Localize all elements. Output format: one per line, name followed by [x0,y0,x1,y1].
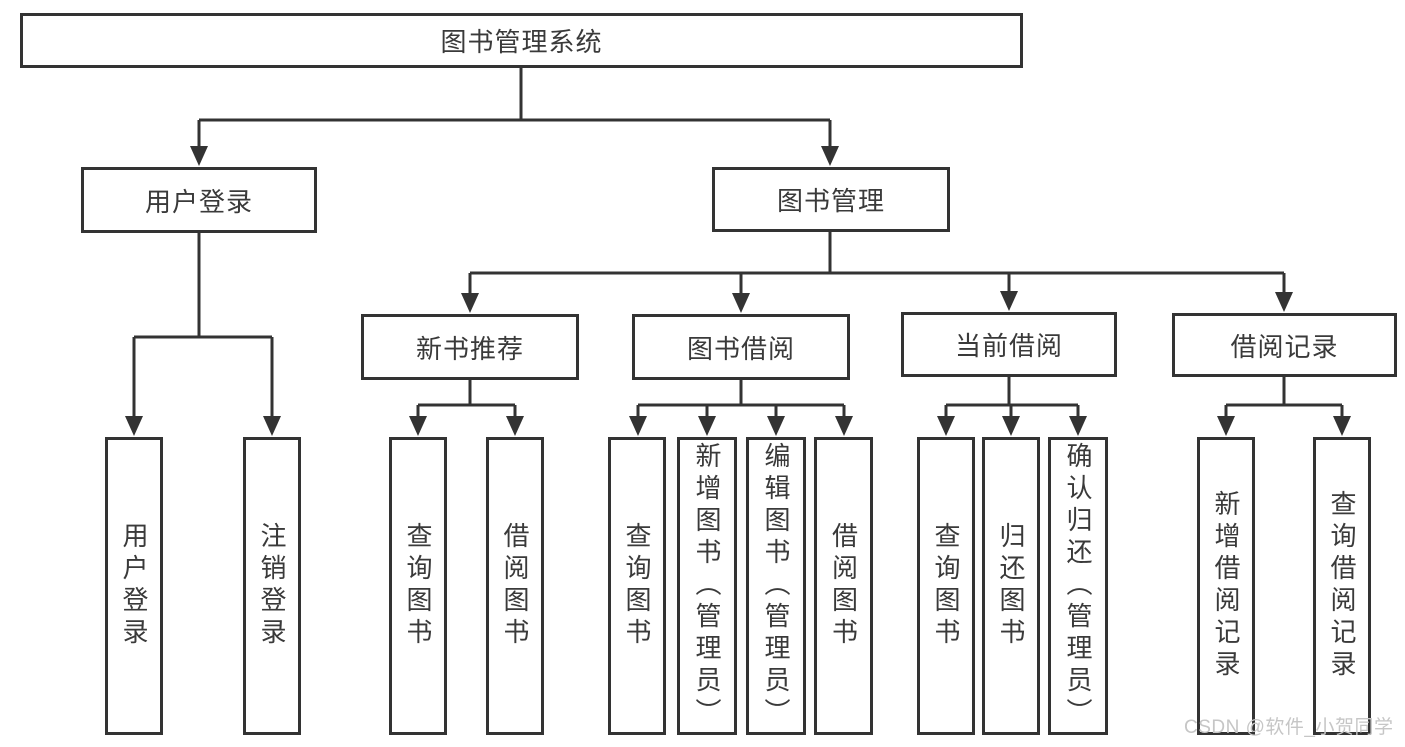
node-book-borrow: 图书借阅 [632,314,850,380]
node-root-system-label: 图书管理系统 [440,27,603,57]
leaf-user-login-label: 用户登录 [119,522,149,650]
leaf-logout: 注销登录 [243,437,301,735]
leaf-add-books-admin-label: 新增图书（管理员） [692,442,722,730]
leaf-query-books-2-label: 查询图书 [622,522,652,650]
node-new-book-recommend: 新书推荐 [361,314,579,380]
leaf-query-books-1: 查询图书 [389,437,447,735]
node-current-borrow-label: 当前借阅 [954,331,1063,361]
node-current-borrow: 当前借阅 [901,312,1117,377]
leaf-query-books-3: 查询图书 [917,437,975,735]
leaf-confirm-return-admin: 确认归还（管理员） [1048,437,1108,735]
watermark-text: CSDN @软件_小贺同学 [1184,717,1394,738]
leaf-return-books: 归还图书 [982,437,1040,735]
node-borrow-records-label: 借阅记录 [1230,331,1339,362]
leaf-query-books-1-label: 查询图书 [403,522,433,650]
leaf-edit-books-admin: 编辑图书（管理员） [746,437,806,735]
leaf-edit-books-admin-label: 编辑图书（管理员） [761,442,791,730]
leaf-query-borrow-record-label: 查询借阅记录 [1327,490,1357,682]
node-book-borrow-label: 图书借阅 [686,333,795,364]
leaf-add-borrow-record: 新增借阅记录 [1197,437,1255,735]
node-new-book-recommend-label: 新书推荐 [415,333,524,364]
leaf-add-books-admin: 新增图书（管理员） [677,437,737,735]
leaf-borrow-books-2: 借阅图书 [814,437,873,735]
leaf-add-borrow-record-label: 新增借阅记录 [1211,490,1241,682]
leaf-confirm-return-admin-label: 确认归还（管理员） [1063,442,1093,730]
node-book-management: 图书管理 [712,167,950,232]
node-user-login-label: 用户登录 [144,186,253,217]
leaf-user-login: 用户登录 [105,437,163,735]
leaf-return-books-label: 归还图书 [996,522,1026,650]
leaf-borrow-books-1-label: 借阅图书 [500,522,530,650]
leaf-query-books-3-label: 查询图书 [931,522,961,650]
node-borrow-records: 借阅记录 [1172,313,1397,377]
leaf-logout-label: 注销登录 [257,522,287,650]
node-user-login: 用户登录 [81,167,317,233]
leaf-query-books-2: 查询图书 [608,437,666,735]
node-root-system: 图书管理系统 [20,13,1023,68]
node-book-management-label: 图书管理 [776,186,885,216]
leaf-borrow-books-1: 借阅图书 [486,437,544,735]
leaf-query-borrow-record: 查询借阅记录 [1313,437,1371,735]
leaf-borrow-books-2-label: 借阅图书 [828,522,859,650]
